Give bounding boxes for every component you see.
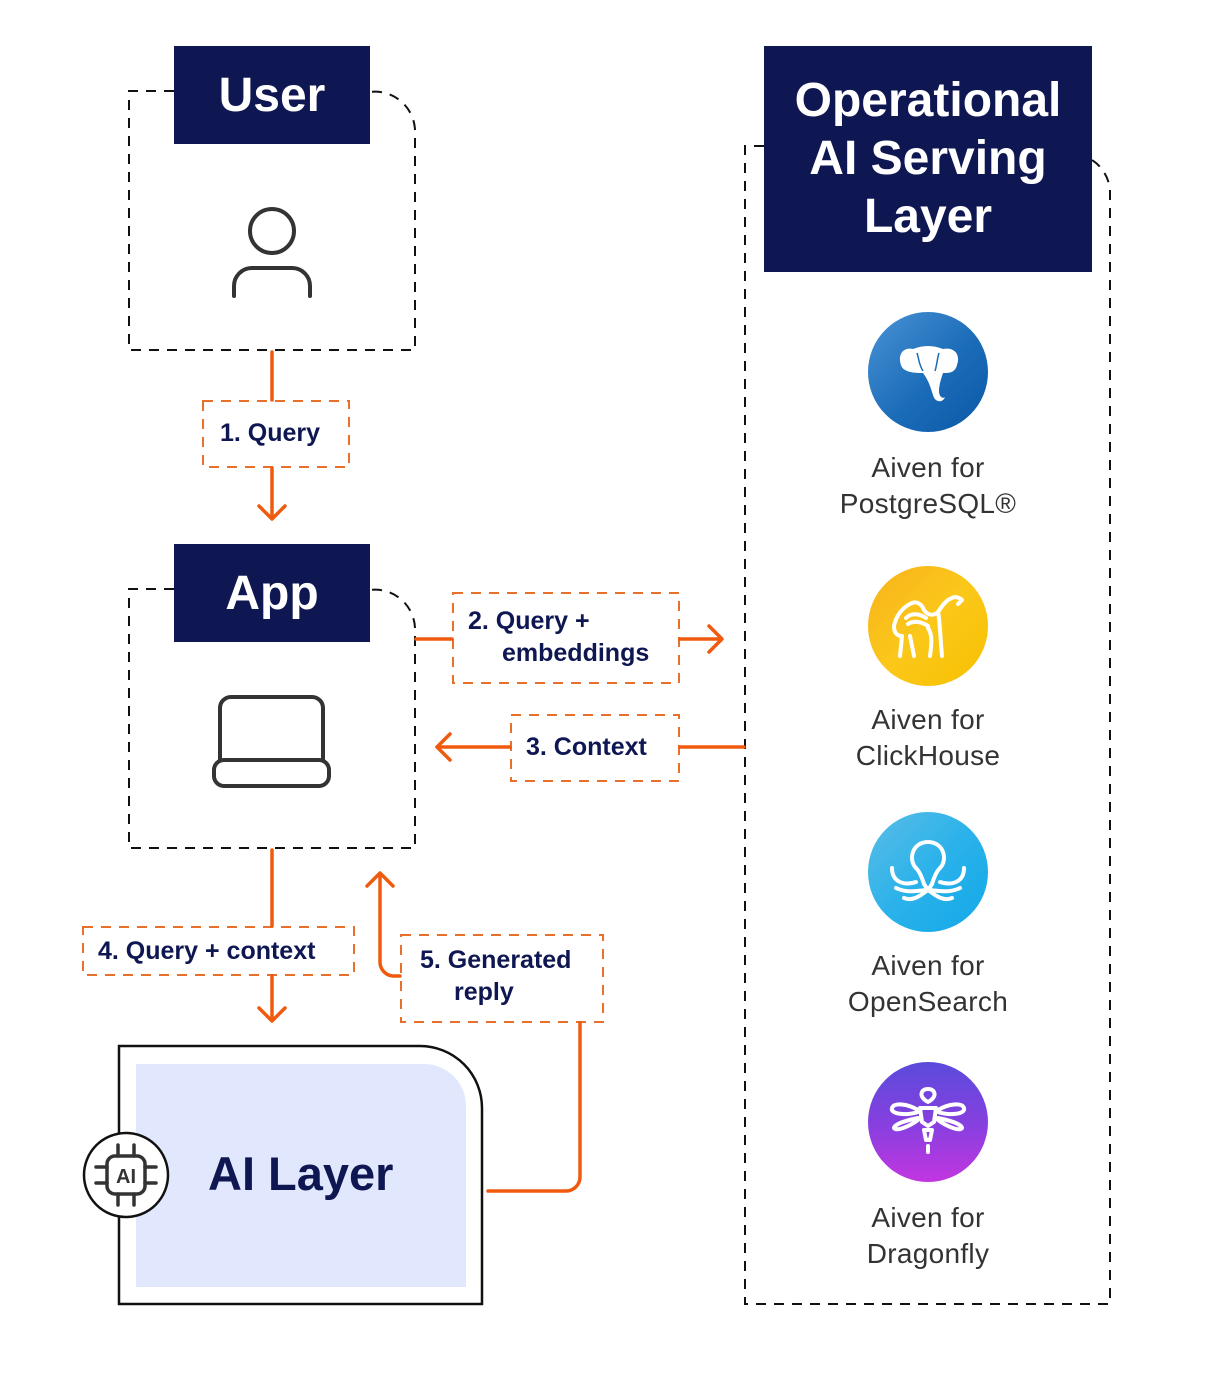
service-name-line: Aiven for xyxy=(871,452,985,483)
service-name-line: Dragonfly xyxy=(866,1238,990,1269)
user-title: User xyxy=(174,46,370,144)
step5-line-upper xyxy=(378,872,402,978)
service-postgresql: Aiven for PostgreSQL® xyxy=(798,312,1058,522)
ai-layer-label: AI Layer xyxy=(208,1147,394,1200)
serving-title-line: AI Serving xyxy=(809,132,1047,185)
step-3-text: 3. Context xyxy=(526,733,647,761)
service-name-line: Aiven for xyxy=(871,1202,985,1233)
step2-arrowhead xyxy=(707,624,724,654)
step1-arrowhead xyxy=(257,504,287,521)
step-5-text-line1: 5. Generated xyxy=(420,946,572,974)
step-2-text-line1: 2. Query + xyxy=(468,607,590,635)
service-name-line: OpenSearch xyxy=(847,986,1009,1017)
step-2-label: 2. Query + embeddings xyxy=(468,605,649,669)
user-title-text: User xyxy=(218,68,326,122)
app-title-text: App xyxy=(225,566,319,620)
dragonfly-icon xyxy=(889,1087,967,1154)
elephant-icon xyxy=(899,346,959,402)
service-name-line: ClickHouse xyxy=(855,740,1001,771)
clickhouse-name: Aiven for ClickHouse xyxy=(798,702,1058,774)
step4-arrowhead xyxy=(257,1006,287,1023)
dragonfly-logo xyxy=(868,1062,988,1182)
opensearch-name: Aiven for OpenSearch xyxy=(798,948,1058,1020)
step-4-label: 4. Query + context xyxy=(98,935,315,967)
step-5-text-line2: reply xyxy=(454,978,514,1006)
ai-chip-text: AI xyxy=(116,1166,136,1188)
step5-line-lower xyxy=(486,1021,582,1193)
person-icon xyxy=(232,207,312,298)
service-opensearch: Aiven for OpenSearch xyxy=(798,812,1058,1020)
serving-title-line: Operational xyxy=(794,74,1062,127)
clickhouse-logo xyxy=(868,566,988,686)
step-3-label: 3. Context xyxy=(526,731,647,763)
serving-title-line: Layer xyxy=(863,190,993,243)
ai-layer-panel xyxy=(136,1064,466,1287)
step-1-text: 1. Query xyxy=(220,419,321,447)
step-1-label: 1. Query xyxy=(220,417,320,449)
camel-icon xyxy=(892,595,964,658)
step3-arrowhead xyxy=(435,732,452,762)
postgresql-name: Aiven for PostgreSQL® xyxy=(798,450,1058,522)
step-5-label: 5. Generated reply xyxy=(420,944,571,1008)
dragonfly-name: Aiven for Dragonfly xyxy=(798,1200,1058,1272)
step-4-text: 4. Query + context xyxy=(98,937,316,965)
octopus-icon xyxy=(890,840,966,901)
serving-layer-title: Operational AI Serving Layer xyxy=(764,46,1092,272)
service-name-line: Aiven for xyxy=(871,950,985,981)
opensearch-logo xyxy=(868,812,988,932)
ai-chip-icon: AI xyxy=(82,1131,170,1219)
step-2-text-line2: embeddings xyxy=(502,639,650,667)
app-title: App xyxy=(174,544,370,642)
service-name-line: Aiven for xyxy=(871,704,985,735)
service-name-line: PostgreSQL® xyxy=(839,488,1017,519)
service-clickhouse: Aiven for ClickHouse xyxy=(798,566,1058,774)
postgresql-logo xyxy=(868,312,988,432)
service-dragonfly: Aiven for Dragonfly xyxy=(798,1062,1058,1272)
laptop-icon xyxy=(212,695,331,788)
step5-arrowhead xyxy=(365,871,395,888)
